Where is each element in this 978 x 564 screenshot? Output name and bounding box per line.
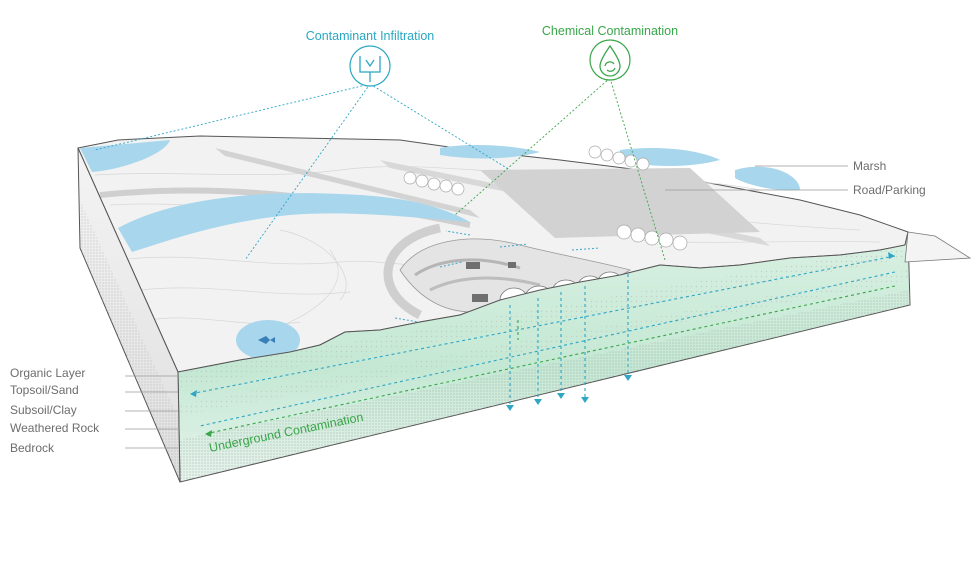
label-topsoil-sand: Topsoil/Sand <box>10 383 79 397</box>
subsoil-band <box>178 270 909 416</box>
callout-chemical: Chemical Contamination <box>542 24 678 81</box>
excavator-icon <box>466 262 516 302</box>
infiltration-arrowheads <box>506 375 632 411</box>
label-subsoil-clay: Subsoil/Clay <box>10 403 77 417</box>
callout-chemical-title: Chemical Contamination <box>542 24 678 38</box>
marsh-pond-far-right <box>735 166 800 191</box>
right-edge-flap <box>904 231 972 263</box>
infiltration-arrows <box>509 274 629 408</box>
underground-arrowheads <box>190 252 895 437</box>
parking-lot <box>480 168 760 238</box>
surface-flow-arrows <box>394 230 601 323</box>
aquifer-arrow-blue-2 <box>199 271 896 427</box>
river-channel <box>118 193 470 252</box>
label-organic-layer: Organic Layer <box>10 366 85 380</box>
tree-rows <box>403 145 688 251</box>
right-label-leaders <box>665 165 848 191</box>
organic-band <box>178 245 908 388</box>
callout-infiltration: Contaminant Infiltration <box>306 29 435 87</box>
chemical-leaders <box>454 77 666 261</box>
roads <box>99 148 770 320</box>
infiltration-leaders <box>94 83 511 261</box>
aquifer-arrow-green <box>204 285 896 435</box>
funnel-drain-icon <box>359 56 381 82</box>
bedrock-band <box>179 290 910 482</box>
marsh-pond-top <box>440 145 540 159</box>
fish-icon <box>258 336 275 344</box>
label-weathered-rock: Weathered Rock <box>10 421 100 435</box>
label-marsh: Marsh <box>853 159 886 173</box>
label-road-parking: Road/Parking <box>853 183 926 197</box>
chemical-drop-recycle-icon <box>599 44 621 77</box>
marsh-pond-left <box>80 140 170 172</box>
underground-flow-arrows <box>189 255 896 435</box>
label-bedrock: Bedrock <box>10 441 55 455</box>
strata-leaders <box>125 375 178 449</box>
callout-infiltration-title: Contaminant Infiltration <box>306 29 435 43</box>
chemical-icon-ring <box>589 39 631 81</box>
